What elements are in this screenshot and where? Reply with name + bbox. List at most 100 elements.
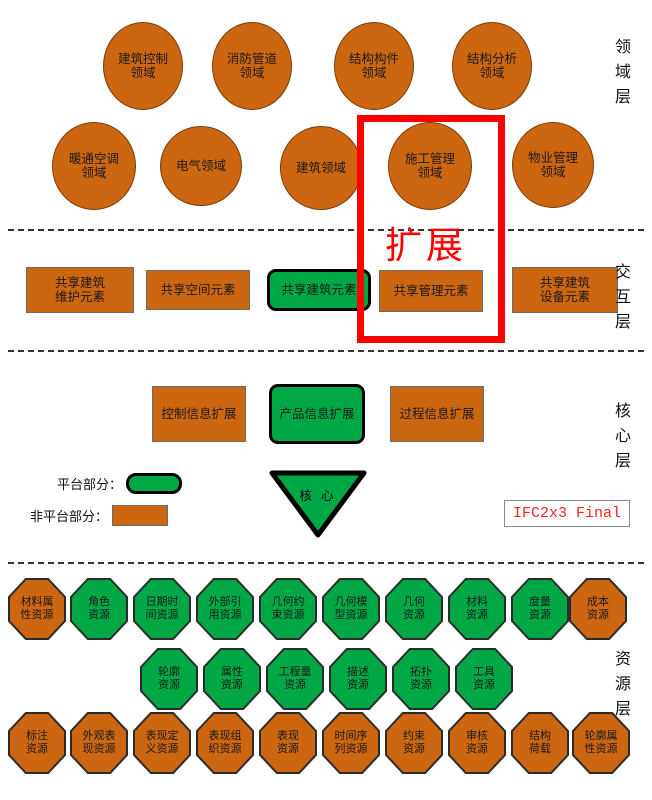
domain-node[interactable]: 建筑领域: [280, 126, 362, 210]
legend-non-platform-row: 非平台部分：: [22, 505, 168, 526]
domain-node[interactable]: 消防管道 领域: [212, 22, 292, 110]
resource-node-inner: 约束 资源: [387, 714, 441, 772]
resource-node-inner: 时间序 列资源: [324, 714, 378, 772]
core-node-platform[interactable]: 产品信息扩展: [269, 384, 365, 444]
resource-node-inner: 拓扑 资源: [394, 650, 448, 708]
resource-node-label: 属性 资源: [221, 666, 243, 691]
core-node-label: 过程信息扩展: [399, 406, 475, 421]
layer-name-core: 核 心 层: [608, 400, 638, 474]
legend-non-platform-swatch: [112, 505, 168, 526]
resource-node-label: 外观表 现资源: [82, 730, 116, 755]
resource-node-label: 轮廓 资源: [158, 666, 180, 691]
domain-node[interactable]: 物业管理 领域: [512, 122, 594, 208]
core-triangle-node[interactable]: 核 心: [268, 469, 368, 539]
resource-node-inner: 结构 荷载: [513, 714, 567, 772]
domain-node-label: 结构分析 领域: [466, 51, 517, 80]
resource-node-label: 描述 资源: [347, 666, 369, 691]
divider-core-resource: [8, 562, 644, 564]
resource-node-inner: 标注 资源: [10, 714, 64, 772]
interaction-node[interactable]: 共享空间元素: [146, 270, 250, 310]
resource-node-inner: 工程量 资源: [268, 650, 322, 708]
resource-node[interactable]: 结构 荷载: [511, 712, 569, 774]
resource-node-inner: 几何 资源: [387, 580, 441, 638]
resource-node[interactable]: 角色 资源: [70, 578, 128, 640]
layer-name-domain: 领 域 层: [608, 36, 638, 110]
resource-node[interactable]: 度量 资源: [511, 578, 569, 640]
resource-node[interactable]: 轮廓 资源: [140, 648, 198, 710]
domain-node-label: 暖通空调 领域: [68, 151, 119, 180]
resource-node[interactable]: 标注 资源: [8, 712, 66, 774]
resource-node[interactable]: 约束 资源: [385, 712, 443, 774]
domain-node[interactable]: 结构构件 领域: [334, 22, 414, 110]
resource-node[interactable]: 表现定 义资源: [133, 712, 191, 774]
resource-node-label: 表现定 义资源: [145, 730, 179, 755]
resource-node-inner: 轮廓属 性资源: [574, 714, 628, 772]
interaction-node-platform[interactable]: 共享建筑元素: [267, 269, 371, 311]
resource-node[interactable]: 轮廓属 性资源: [572, 712, 630, 774]
legend-platform-label: 平台部分：: [56, 477, 122, 492]
layer-name-char: 资: [614, 651, 631, 668]
resource-node-inner: 材料 资源: [450, 580, 504, 638]
core-node-label: 产品信息扩展: [279, 406, 355, 421]
resource-node-inner: 几何模 型资源: [324, 580, 378, 638]
legend-platform-swatch: [126, 473, 182, 494]
resource-node-inner: 外部引 用资源: [198, 580, 252, 638]
interaction-node-label: 共享空间元素: [160, 282, 236, 297]
divider-domain-interaction: [8, 229, 644, 231]
resource-node[interactable]: 描述 资源: [329, 648, 387, 710]
resource-node[interactable]: 工程量 资源: [266, 648, 324, 710]
resource-node[interactable]: 外部引 用资源: [196, 578, 254, 640]
resource-node-label: 材料 资源: [466, 596, 488, 621]
layer-name-char: 域: [614, 63, 631, 81]
domain-node-label: 物业管理 领域: [527, 150, 578, 179]
resource-node-label: 外部引 用资源: [208, 596, 242, 621]
resource-node[interactable]: 几何模 型资源: [322, 578, 380, 640]
resource-node[interactable]: 外观表 现资源: [70, 712, 128, 774]
resource-node[interactable]: 表现组 织资源: [196, 712, 254, 774]
resource-node-label: 拓扑 资源: [410, 666, 432, 691]
layer-name-char: 源: [614, 675, 631, 693]
resource-node-inner: 轮廓 资源: [142, 650, 196, 708]
domain-node-label: 消防管道 领域: [226, 51, 277, 80]
layer-name-interaction: 交 互 层: [608, 261, 638, 335]
resource-node-inner: 表现组 织资源: [198, 714, 252, 772]
core-node[interactable]: 过程信息扩展: [390, 386, 484, 442]
domain-node[interactable]: 建筑控制 领域: [103, 22, 183, 110]
resource-node-inner: 日期时 间资源: [135, 580, 189, 638]
domain-node[interactable]: 暖通空调 领域: [52, 122, 136, 210]
resource-node[interactable]: 拓扑 资源: [392, 648, 450, 710]
resource-node[interactable]: 几何约 束资源: [259, 578, 317, 640]
domain-node-label: 电气领域: [175, 158, 226, 173]
resource-node[interactable]: 属性 资源: [203, 648, 261, 710]
resource-node[interactable]: 工具 资源: [455, 648, 513, 710]
resource-node[interactable]: 审核 资源: [448, 712, 506, 774]
resource-node[interactable]: 时间序 列资源: [322, 712, 380, 774]
resource-node[interactable]: 几何 资源: [385, 578, 443, 640]
resource-node-label: 度量 资源: [529, 596, 551, 621]
resource-node[interactable]: 材料属 性资源: [8, 578, 66, 640]
resource-node[interactable]: 表现 资源: [259, 712, 317, 774]
layer-name-char: 心: [614, 427, 631, 445]
layer-name-char: 层: [614, 313, 631, 331]
resource-node[interactable]: 成本 资源: [569, 578, 627, 640]
resource-node[interactable]: 材料 资源: [448, 578, 506, 640]
resource-node-label: 结构 荷载: [529, 730, 551, 755]
layer-name-char: 核: [614, 403, 631, 420]
divider-interaction-core: [8, 350, 644, 352]
resource-node-label: 工具 资源: [473, 666, 495, 691]
core-triangle-shape: [269, 470, 367, 538]
interaction-node[interactable]: 共享建筑 设备元素: [512, 267, 618, 313]
interaction-node-label: 共享建筑 维护元素: [54, 275, 105, 304]
resource-node-inner: 材料属 性资源: [10, 580, 64, 638]
domain-node[interactable]: 电气领域: [160, 126, 242, 206]
core-node[interactable]: 控制信息扩展: [152, 386, 246, 442]
domain-node-label: 结构构件 领域: [348, 51, 399, 80]
interaction-node[interactable]: 共享建筑 维护元素: [26, 267, 134, 313]
layer-name-char: 交: [614, 264, 631, 281]
domain-node[interactable]: 结构分析 领域: [452, 22, 532, 110]
resource-node[interactable]: 日期时 间资源: [133, 578, 191, 640]
domain-node-label: 建筑领域: [295, 160, 346, 175]
resource-node-label: 几何约 束资源: [271, 596, 305, 621]
resource-node-label: 几何 资源: [403, 596, 425, 621]
